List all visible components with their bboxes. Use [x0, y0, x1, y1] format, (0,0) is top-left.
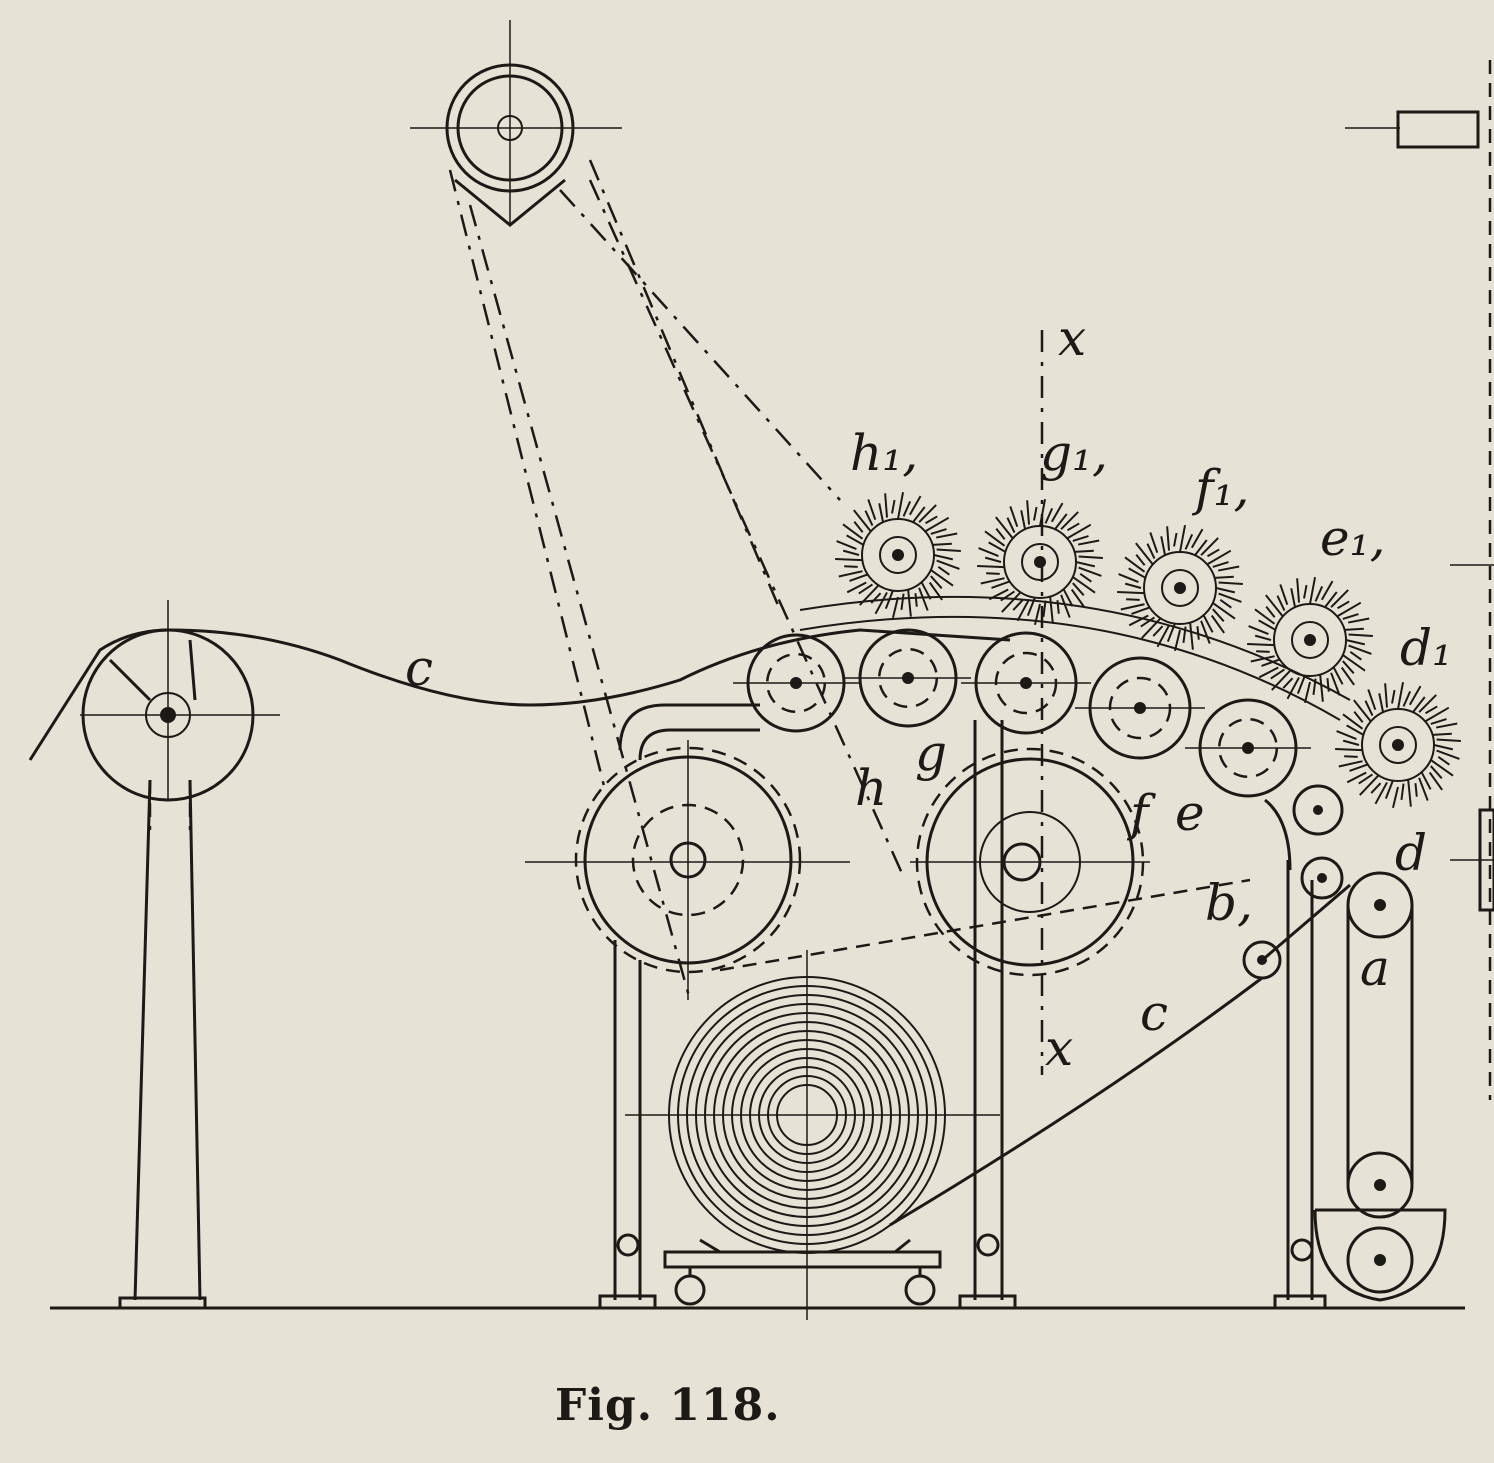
- feed-apron-a: [1242, 784, 1447, 1302]
- drive-belt-2: [468, 204, 692, 1001]
- stripper-roller: [977, 499, 1103, 626]
- machine-frame: [598, 703, 1327, 1310]
- letter-labels: c x h₁, g₁, f₁, e₁, d₁ h g f e d b, a x …: [405, 309, 1452, 1077]
- figure-caption: Fig. 118.: [555, 1380, 781, 1431]
- web-b: [719, 878, 1251, 972]
- stripper-roller: [1335, 682, 1461, 809]
- label-e: e: [1175, 784, 1205, 842]
- label-c-bottom: c: [1140, 984, 1168, 1042]
- drive-belt-5: [588, 179, 907, 881]
- label-g: g: [915, 724, 947, 782]
- label-d: d: [1395, 824, 1427, 882]
- label-f: f: [1126, 784, 1156, 842]
- drive-belt-1: [448, 169, 607, 791]
- label-a: a: [1360, 939, 1390, 997]
- stripper-roller: [1247, 577, 1373, 704]
- worker-roller: [1185, 698, 1311, 798]
- web-c-top: [28, 628, 1011, 761]
- stripper-rollers: [835, 492, 1461, 809]
- label-e1: e₁,: [1320, 509, 1386, 567]
- label-d1: d₁: [1400, 619, 1452, 677]
- label-x-top: x: [1058, 309, 1086, 367]
- worker-rollers: [733, 628, 1311, 798]
- stripper-roller: [835, 492, 961, 619]
- roller-guide-arc-1: [799, 615, 1341, 721]
- roll-trolley: [663, 1238, 942, 1306]
- right-edge-fragments: [1345, 60, 1494, 1100]
- label-h1: h₁,: [850, 424, 918, 482]
- label-h: h: [855, 759, 887, 817]
- drum-left: [525, 740, 850, 1000]
- worker-roller: [961, 631, 1091, 735]
- label-c-left: c: [405, 639, 433, 697]
- worker-roller: [733, 633, 859, 733]
- roller-guide-arc-2: [799, 595, 1351, 701]
- label-g1: g₁,: [1040, 424, 1108, 482]
- drive-belt-4: [559, 189, 841, 501]
- drive-belt-3: [588, 159, 782, 611]
- worker-roller: [1075, 656, 1205, 760]
- top-pulley: [410, 20, 622, 227]
- left-stand: [80, 600, 280, 1310]
- label-f1: f₁,: [1191, 459, 1249, 517]
- label-b: b,: [1205, 874, 1253, 932]
- worker-roller: [845, 628, 971, 728]
- label-x-bottom: x: [1045, 1019, 1073, 1077]
- drum-center: [910, 747, 1150, 977]
- stripper-roller: [1117, 525, 1243, 652]
